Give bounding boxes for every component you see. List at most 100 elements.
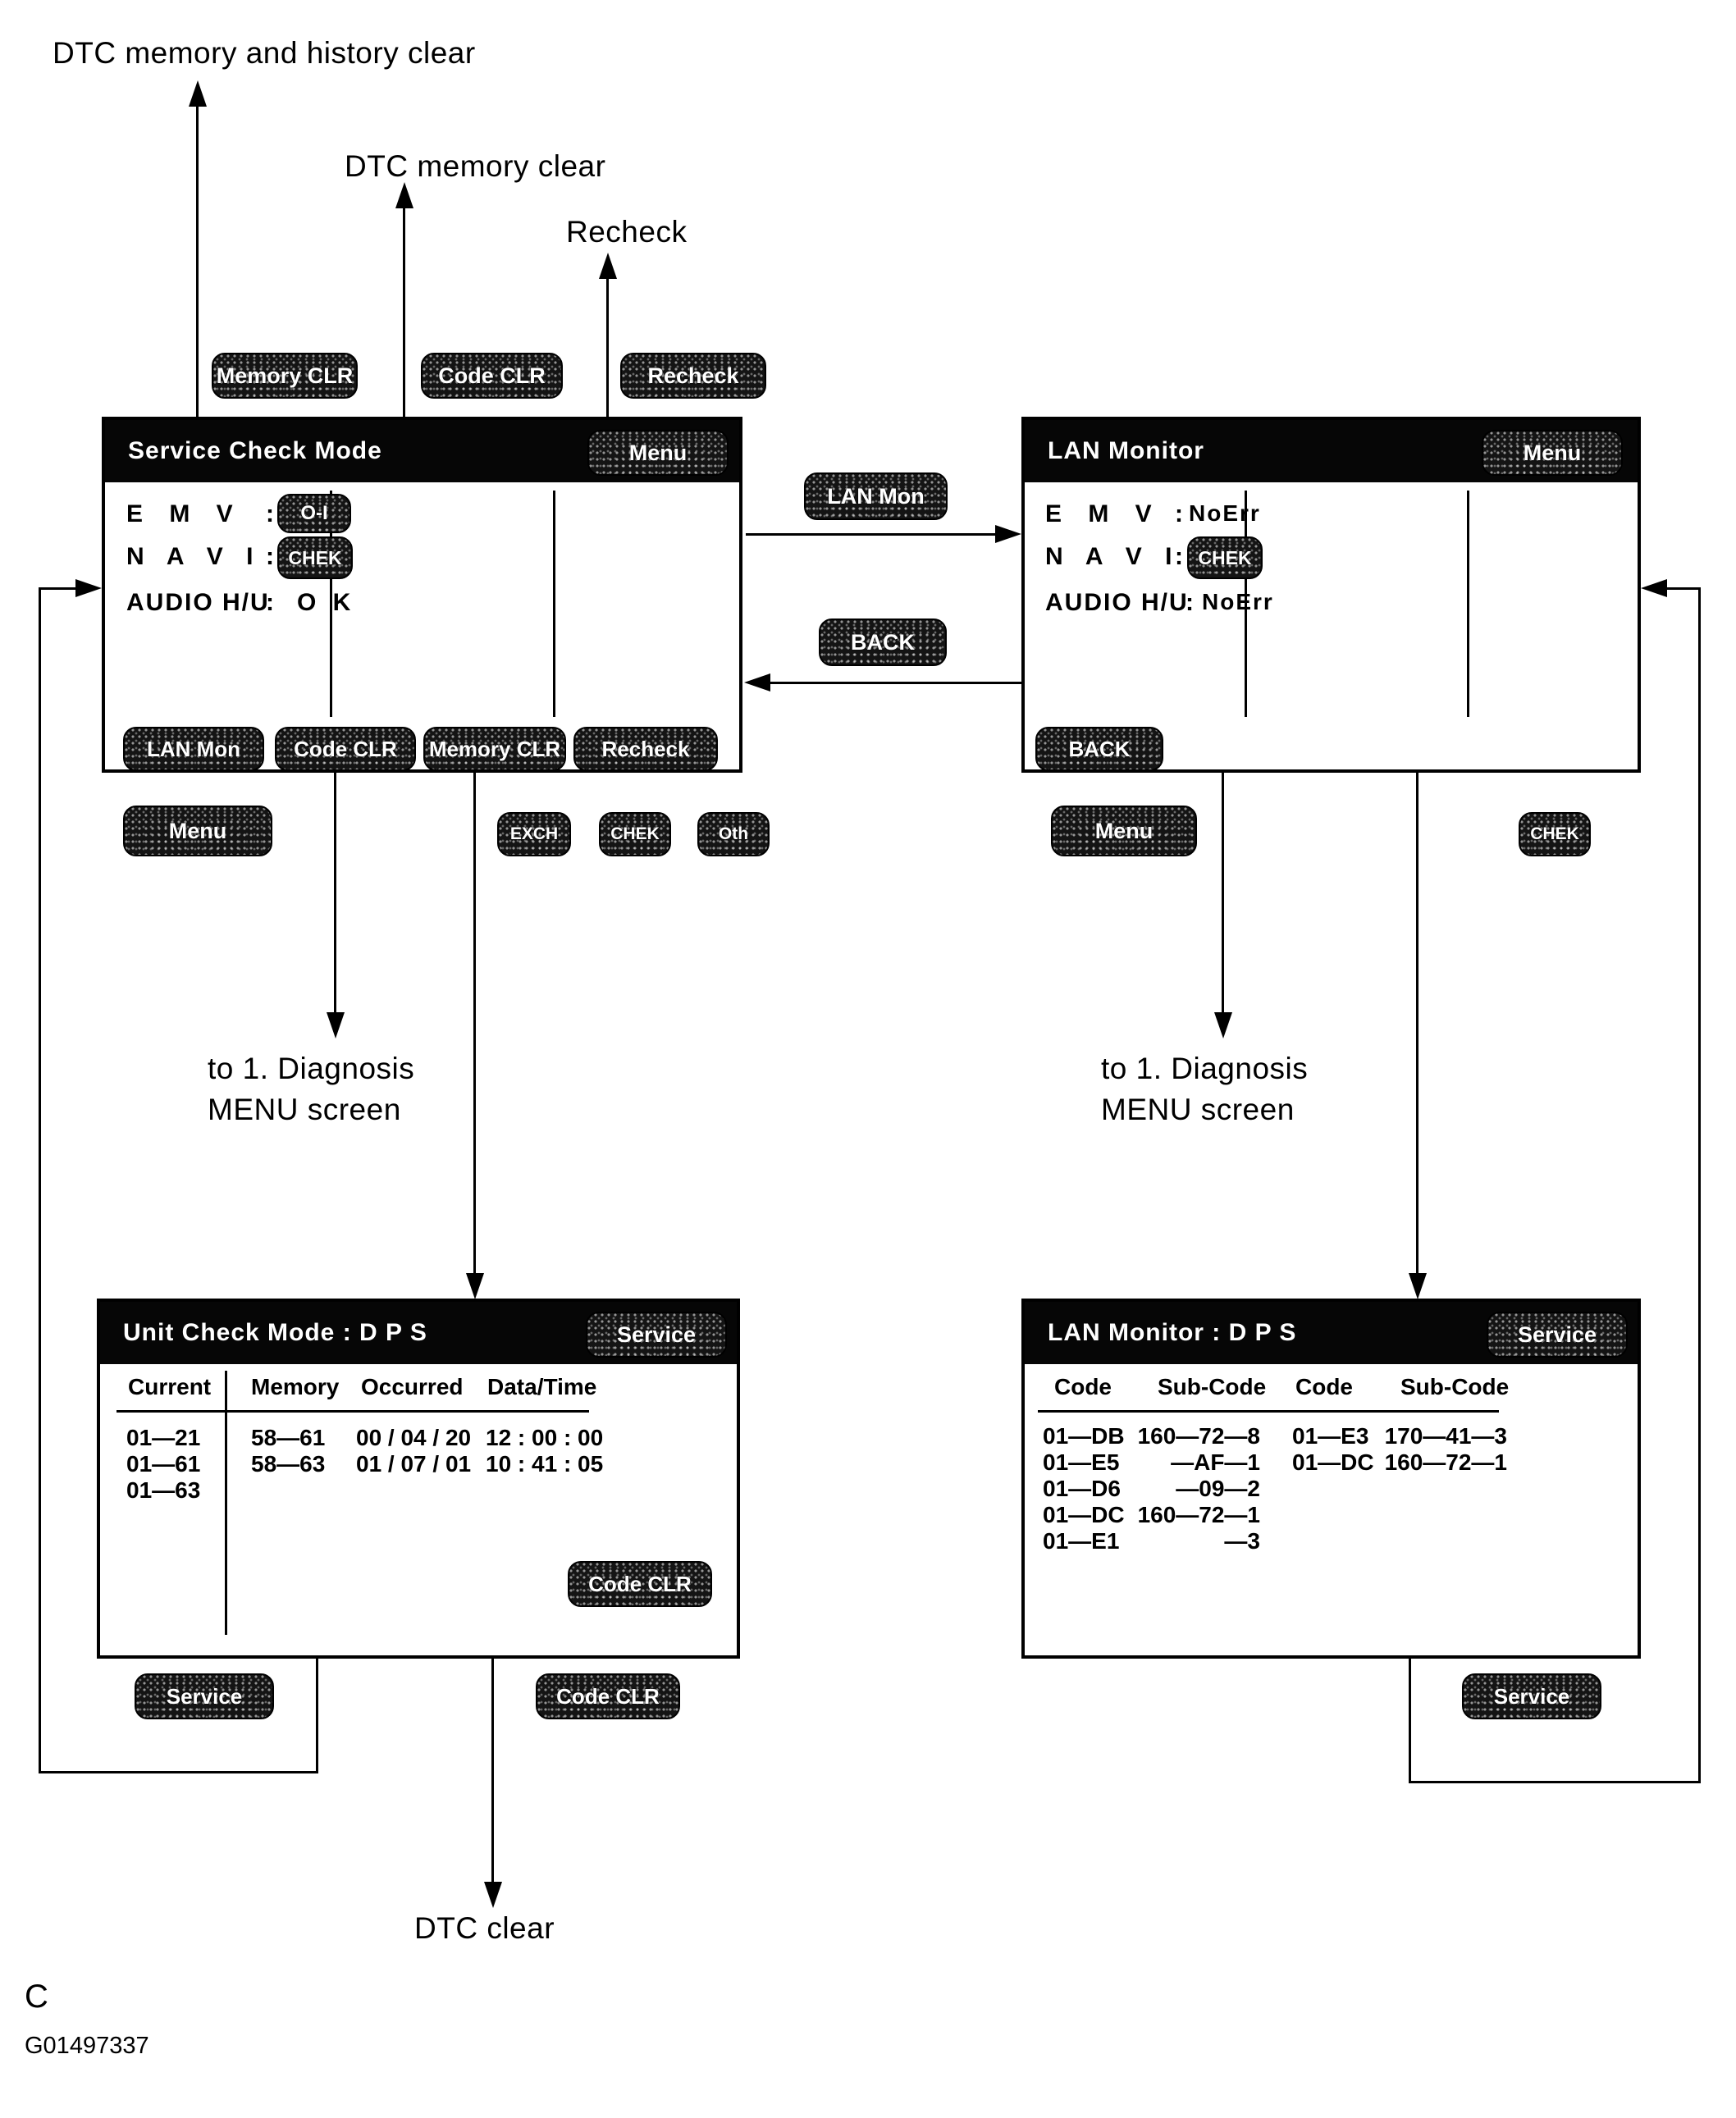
emv-label: E M V [1045,500,1162,527]
dtc-code: 01—E5 [1043,1449,1120,1475]
arrow-down-icon [327,1012,345,1038]
back-button[interactable]: BACK [1035,727,1163,771]
divider [225,1371,227,1635]
arrow-line-memory-history [196,103,199,417]
dtc-subcode: —3 [1224,1528,1260,1554]
arrow-line-to-lan-monitor-dps [1416,773,1418,1273]
navi-label: N A V I [126,543,262,570]
recheck-button[interactable]: Recheck [573,727,718,771]
divider [1245,491,1247,717]
audio-colon: : [266,589,276,616]
oth-status-button[interactable]: Oth [697,812,770,856]
column-header: Memory [251,1374,340,1399]
panel-title: Unit Check Mode : D P S [123,1319,427,1346]
loop-line [1409,1781,1701,1783]
emv-status-value: NoErr [1189,500,1261,526]
column-header: Current [128,1374,212,1399]
code-clr-button[interactable]: Code CLR [568,1561,712,1607]
lan-monitor-panel: LAN Monitor Menu E M V : NoErr N A V I :… [1021,417,1641,773]
code-clr-button[interactable]: Code CLR [275,727,416,771]
label-diagnosis-menu: to 1. Diagnosis [1101,1052,1309,1085]
service-check-mode-panel: Service Check Mode Menu E M V : O-I N A … [102,417,742,773]
occurred-time: 10 : 41 : 05 [486,1451,604,1477]
menu-legend-button[interactable]: Menu [123,806,272,856]
code-clr-legend-button[interactable]: Code CLR [536,1673,680,1719]
service-button[interactable]: Service [1487,1312,1628,1358]
header-rule [1038,1410,1499,1413]
audio-status-value: NoErr [1202,589,1274,614]
dtc-code: 01—D6 [1043,1476,1121,1501]
dtc-subcode: 160—72—8 [1137,1423,1260,1449]
current-code: 01—21 [126,1425,201,1450]
loop-line [1698,587,1701,1783]
arrow-up-icon [599,253,617,279]
emv-status-button[interactable]: O-I [277,494,351,533]
service-legend-button[interactable]: Service [135,1673,274,1719]
arrow-up-icon [189,80,207,107]
panel-title: LAN Monitor [1048,437,1204,464]
back-transition-button[interactable]: BACK [819,619,947,666]
divider [553,491,555,717]
divider [330,491,332,717]
service-button[interactable]: Service [586,1312,727,1358]
panel-title: Service Check Mode [128,437,382,464]
lan-mon-transition-button[interactable]: LAN Mon [804,472,948,520]
column-header: Occurred [361,1374,464,1399]
unit-check-mode-panel: Unit Check Mode : D P S Service Current … [97,1299,740,1659]
navi-status-button[interactable]: CHEK [277,536,353,579]
loop-line [1665,587,1701,590]
memory-code: 58—61 [251,1425,326,1450]
arrow-down-icon [1409,1273,1427,1299]
code-clr-button[interactable]: Code CLR [421,353,563,399]
navi-colon: : [1175,543,1185,570]
arrow-line-to-unit-check [473,773,476,1273]
recheck-button[interactable]: Recheck [620,353,766,399]
dtc-subcode: —09—2 [1176,1476,1260,1501]
emv-colon: : [1175,500,1185,527]
label-diagnosis-menu: MENU screen [208,1093,401,1126]
audio-status-value: O K [297,589,356,616]
column-header: Code [1054,1374,1112,1399]
label-recheck: Recheck [566,215,688,249]
chek-status-button[interactable]: CHEK [1519,812,1591,856]
label-diagnosis-menu: to 1. Diagnosis [208,1052,415,1085]
arrow-right-icon [995,525,1021,543]
column-header: Code [1295,1374,1353,1399]
menu-button[interactable]: Menu [1482,430,1623,476]
figure-letter: C [25,1979,48,2015]
loop-line [39,1771,318,1773]
chek-status-button[interactable]: CHEK [599,812,671,856]
dtc-code: 01—DB [1043,1423,1125,1449]
occurred-date: 00 / 04 / 20 [356,1425,472,1450]
memory-code: 58—63 [251,1451,326,1477]
dtc-subcode: 160—72—1 [1137,1502,1260,1527]
memory-clr-button[interactable]: Memory CLR [423,727,566,771]
lan-monitor-dps-panel: LAN Monitor : D P S Service Code Sub-Cod… [1021,1299,1641,1659]
column-header: Sub-Code [1158,1374,1267,1399]
arrow-down-icon [466,1273,484,1299]
arrow-right-icon [75,579,102,597]
service-legend-button[interactable]: Service [1462,1673,1601,1719]
exch-status-button[interactable]: EXCH [497,812,571,856]
arrow-line-to-service-check [770,682,1021,684]
loop-line [316,1659,318,1773]
occurred-time: 12 : 00 : 00 [486,1425,604,1450]
dtc-subcode: —AF—1 [1171,1449,1260,1475]
arrow-left-icon [744,673,770,692]
arrow-down-icon [484,1882,502,1908]
arrow-line-memory-clear [403,205,405,417]
label-diagnosis-menu: MENU screen [1101,1093,1295,1126]
panel-title: LAN Monitor : D P S [1048,1319,1297,1346]
navi-status-button[interactable]: CHEK [1187,536,1263,579]
menu-button[interactable]: Menu [587,430,729,476]
occurred-date: 01 / 07 / 01 [356,1451,472,1477]
current-code: 01—61 [126,1451,201,1477]
audio-label: AUDIO H/U [1045,589,1189,616]
lan-mon-button[interactable]: LAN Mon [123,727,264,771]
arrow-line-recheck [606,276,609,417]
memory-clr-button[interactable]: Memory CLR [212,353,358,399]
navi-colon: : [266,543,276,570]
label-dtc-memory-clear: DTC memory clear [345,149,606,183]
menu-legend-button[interactable]: Menu [1051,806,1197,856]
